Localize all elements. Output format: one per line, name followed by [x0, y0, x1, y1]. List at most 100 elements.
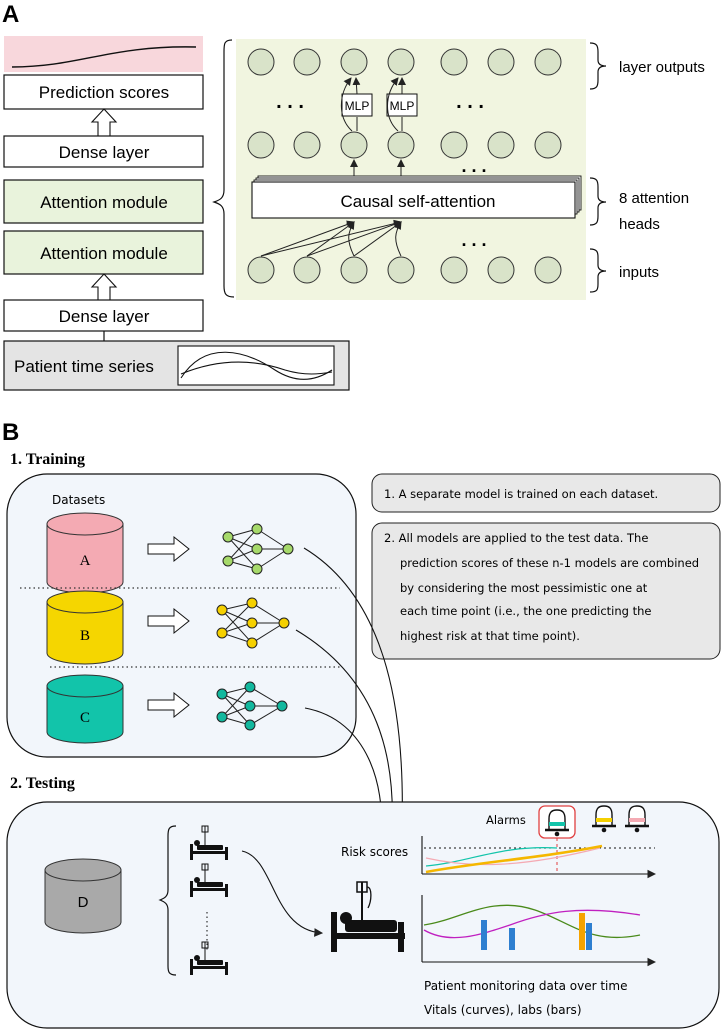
patient-bed-icon [331, 881, 405, 952]
inputs-label: inputs [619, 264, 659, 281]
dataset-d-label: D [78, 894, 89, 911]
note-2-line-3: by considering the most pessimistic one … [400, 581, 648, 595]
ellipsis-mid: . . . [461, 156, 486, 176]
hidden-node [387, 131, 415, 159]
hidden-node [487, 131, 515, 159]
layer-outputs-brace [589, 42, 607, 90]
attention-detail-bg [236, 39, 586, 300]
alarm-bell-icon [625, 805, 649, 833]
dataset-a-cylinder: A [46, 512, 124, 594]
dense-layer-bottom-label: Dense layer [59, 307, 150, 326]
prediction-scores-label: Prediction scores [39, 83, 169, 102]
output-node [440, 48, 468, 76]
patient-time-series-label: Patient time series [14, 357, 154, 376]
up-arrow-top [90, 108, 118, 137]
attention-heads-label-1: 8 attention [619, 190, 689, 207]
input-connections [260, 219, 402, 257]
risk-scores-label: Risk scores [341, 845, 408, 859]
dataset-c-cylinder: C [46, 674, 124, 744]
causal-self-attention-label: Causal self-attention [341, 192, 496, 211]
input-node [534, 256, 562, 284]
lab-bar [481, 920, 487, 950]
dense-layer-bottom-box [3, 299, 204, 332]
vital-curve-green [423, 904, 641, 939]
alarm-bell-icon [592, 805, 616, 833]
bed-icon [190, 863, 228, 897]
attention-heads-label-2: heads [619, 216, 660, 233]
prediction-scores-box [3, 74, 204, 110]
note-1-text: 1. A separate model is trained on each d… [384, 487, 658, 501]
note-2-line-1: 2. All models are applied to the test da… [384, 531, 648, 545]
time-series-curve-1 [180, 351, 333, 380]
time-series-curve-2 [180, 361, 333, 375]
dense-layer-top-box [3, 135, 204, 168]
output-node [487, 48, 515, 76]
output-node [340, 48, 368, 76]
risk-scores-plot [421, 836, 657, 879]
attention-heads-stack: Causal self-attention [251, 175, 582, 219]
input-node [247, 256, 275, 284]
ellipsis-left: . . . [276, 91, 304, 113]
prediction-curve [11, 46, 197, 68]
ellipsis-right: . . . [456, 91, 484, 113]
dataset-a-label: A [80, 553, 91, 569]
bed-icon [190, 825, 228, 860]
output-node [293, 48, 321, 76]
alarms-label: Alarms [486, 813, 526, 827]
bed-icon [190, 941, 228, 975]
train-arrow-c [147, 691, 190, 719]
note-2-box [371, 522, 721, 660]
input-node [340, 256, 368, 284]
train-arrow-b [147, 607, 190, 635]
monitoring-caption-2: Vitals (curves), labs (bars) [424, 1003, 582, 1017]
inputs-brace [589, 248, 607, 293]
vital-curve-magenta [423, 909, 641, 939]
note-2-line-5: highest risk at that time point). [400, 629, 580, 643]
output-node [534, 48, 562, 76]
risk-curve-b [425, 844, 603, 874]
risk-curve-a [425, 847, 601, 866]
time-series-thumbnail [177, 345, 335, 386]
input-node [387, 256, 415, 284]
lab-bar [509, 928, 515, 950]
input-node [293, 256, 321, 284]
bed-arrow [241, 850, 324, 937]
output-node [387, 48, 415, 76]
monitoring-plot [421, 895, 657, 967]
hidden-node [534, 131, 562, 159]
detail-left-brace [212, 39, 235, 298]
dataset-b-cylinder: B [46, 590, 124, 665]
hidden-node [293, 131, 321, 159]
attention-module-1-label: Attention module [40, 193, 168, 212]
training-title: 1. Training [10, 451, 85, 468]
network-a-icon [222, 523, 294, 575]
hidden-nodes-row [247, 131, 562, 159]
dataset-b-label: B [80, 628, 90, 644]
network-c-icon [216, 681, 288, 731]
attention-module-2-label: Attention module [40, 244, 168, 263]
input-nodes-row [247, 256, 562, 284]
risk-curve-c [425, 847, 558, 867]
network-b-icon [216, 597, 290, 649]
note-2-line-4: each time point (i.e., the one predictin… [400, 604, 651, 618]
mlp-label-2: MLP [390, 99, 415, 113]
hidden-node [340, 131, 368, 159]
layer-outputs-label: layer outputs [619, 59, 705, 76]
causal-self-attention-box [251, 181, 576, 219]
datasets-label: Datasets [52, 493, 105, 507]
beds-brace [158, 825, 177, 976]
hidden-node [440, 131, 468, 159]
note-2-line-2: prediction scores of these n-1 models ar… [400, 556, 699, 570]
monitoring-caption-1: Patient monitoring data over time [424, 979, 627, 993]
input-node [440, 256, 468, 284]
lab-bar [586, 923, 592, 950]
panel-a-label: A [2, 1, 19, 28]
dense-layer-top-label: Dense layer [59, 143, 150, 162]
dataset-c-label: C [80, 710, 90, 726]
output-nodes-row [247, 48, 562, 76]
testing-title: 2. Testing [10, 775, 75, 792]
panel-b-label: B [2, 419, 19, 446]
attention-module-1-box [3, 179, 204, 224]
left-stack: Prediction scores Dense layer Attention … [3, 36, 350, 391]
